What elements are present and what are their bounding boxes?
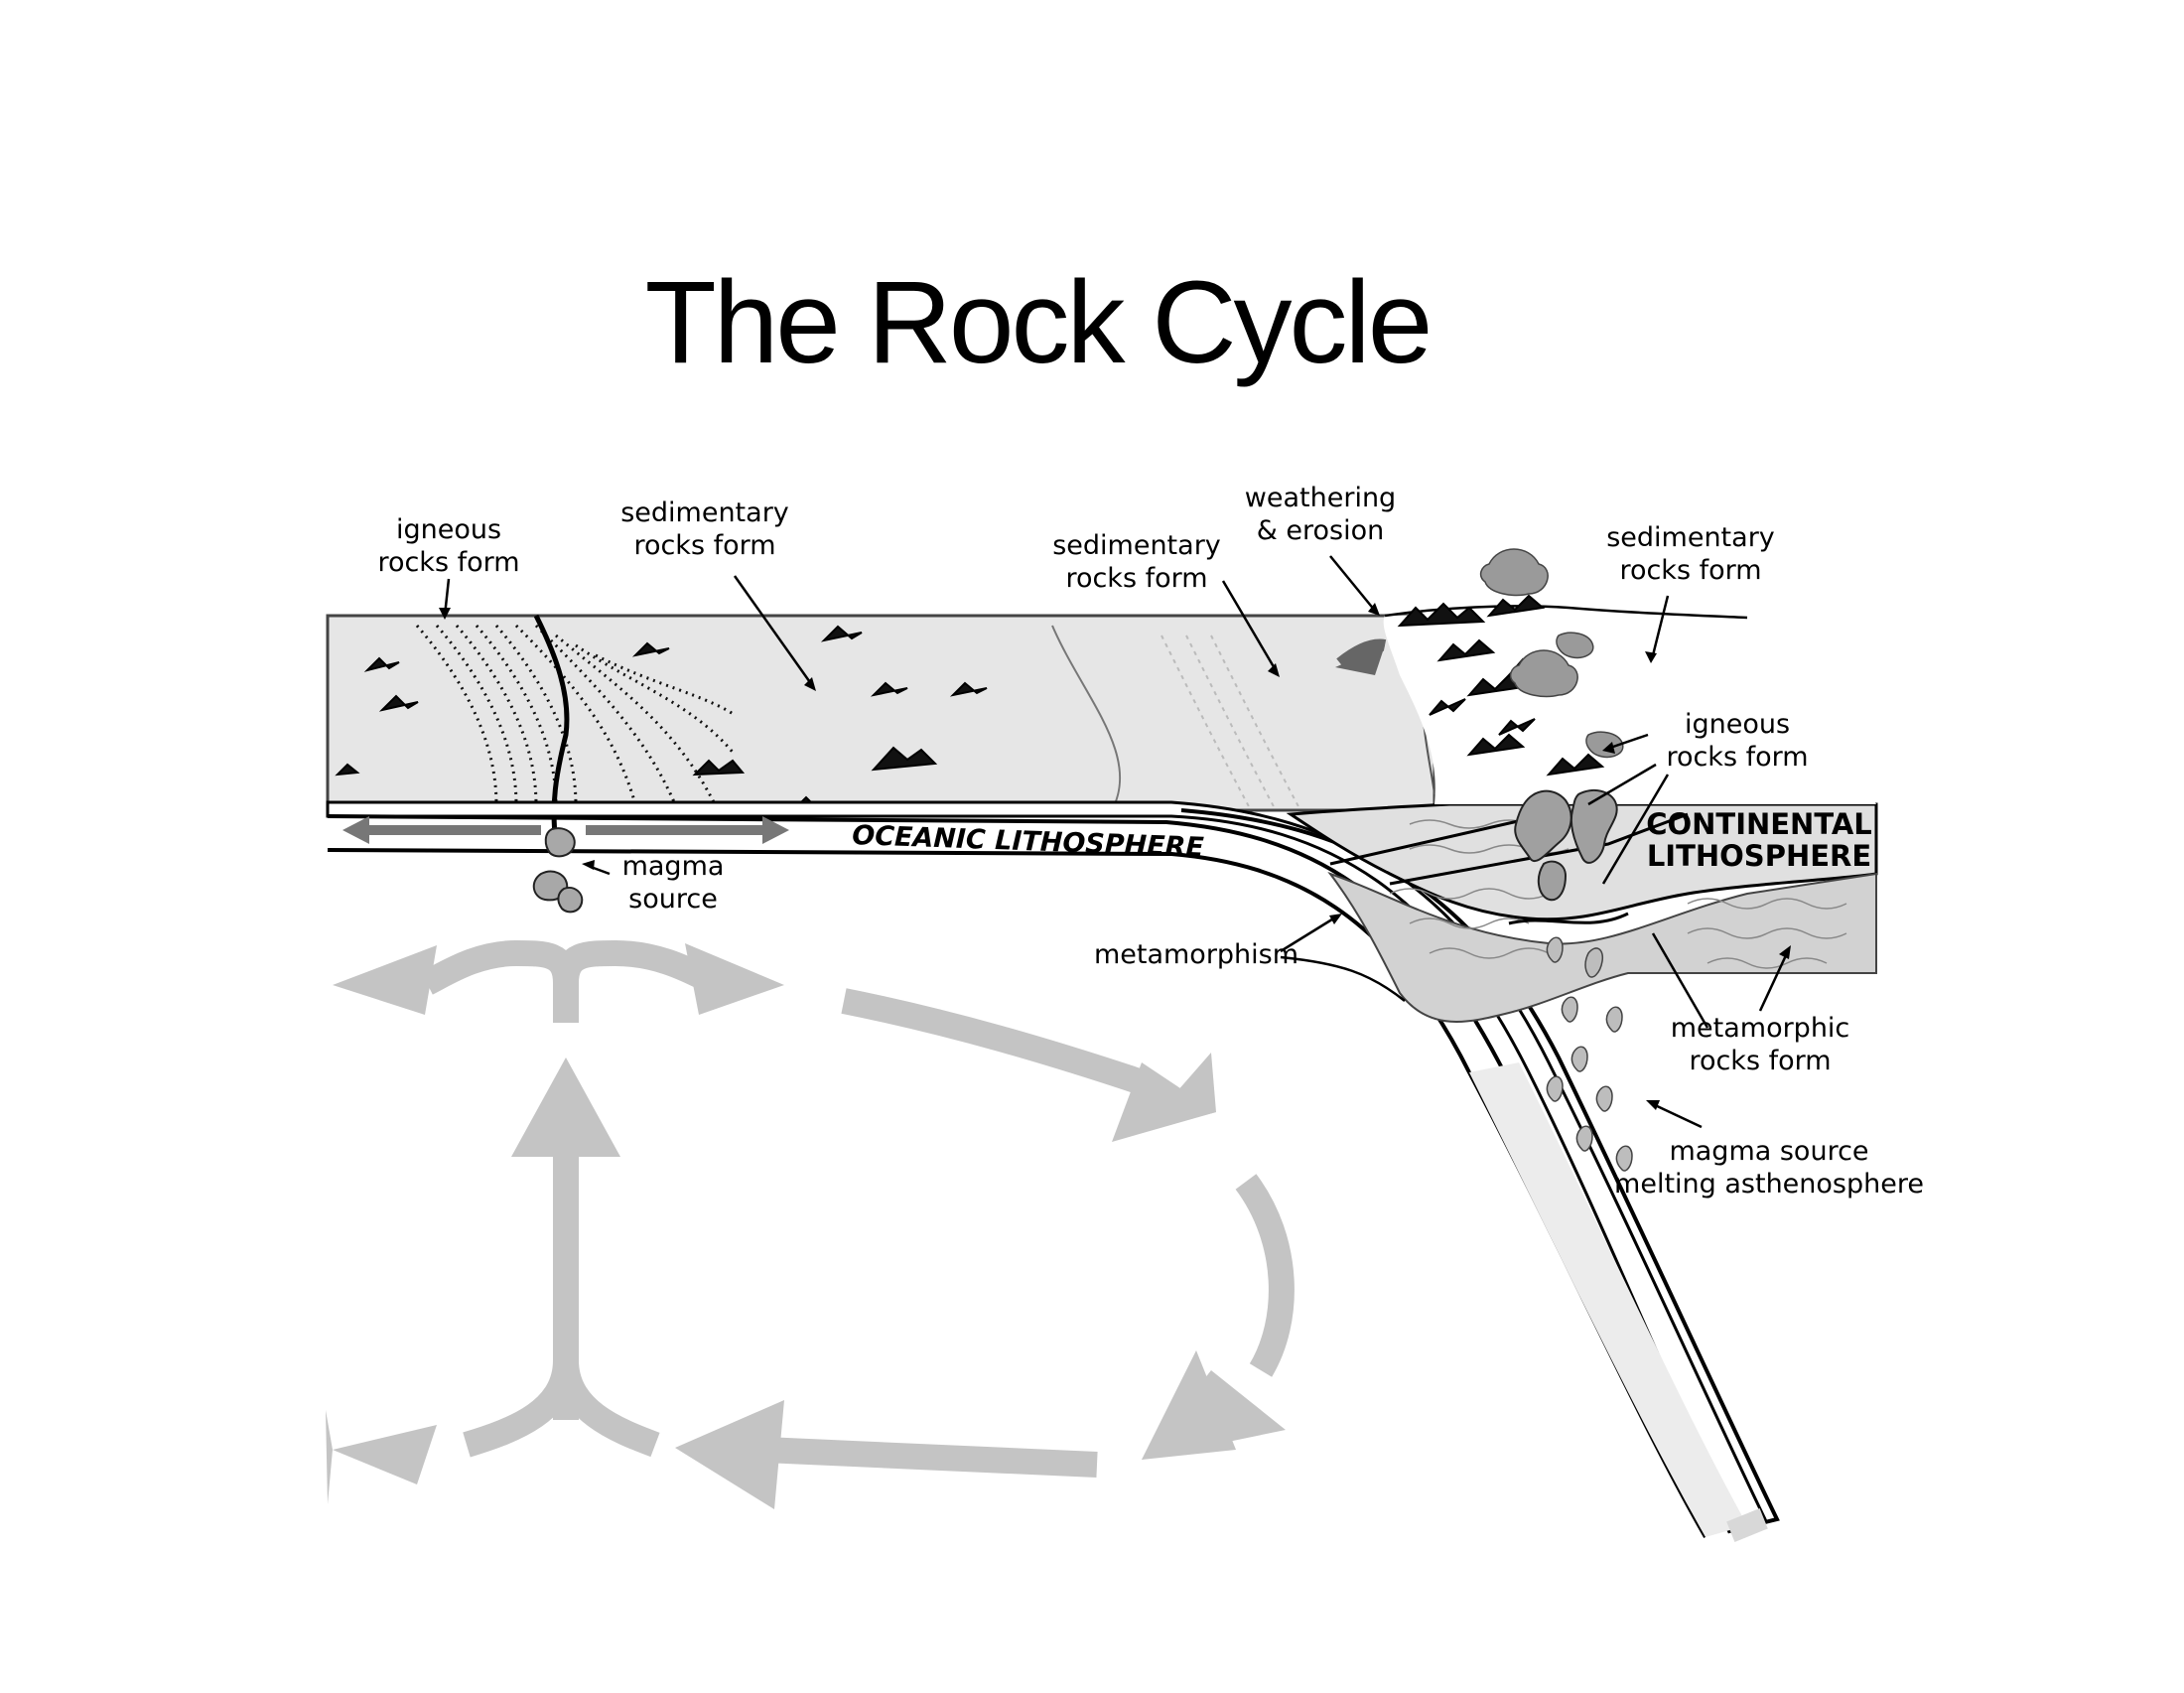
label-magma-right-2: melting asthenosphere xyxy=(1614,1169,1924,1199)
label-sedimentary-left-1: sedimentary xyxy=(620,497,789,528)
label-magma-right-1: magma source xyxy=(1669,1136,1868,1167)
oceanic-lithosphere-label: OCEANIC LITHOSPHERE xyxy=(852,820,1205,863)
label-metamorphic-2: rocks form xyxy=(1689,1046,1831,1076)
magma-source-left xyxy=(532,827,584,914)
label-continental-2: LITHOSPHERE xyxy=(1647,839,1871,873)
label-pointers xyxy=(439,555,1791,1129)
label-sedimentary-right-1: sedimentary xyxy=(1606,522,1775,553)
page-title: The Rock Cycle xyxy=(645,257,1431,388)
continent-mountains xyxy=(1335,548,1876,804)
label-igneous-left-1: igneous xyxy=(396,514,501,545)
igneous-intrusions xyxy=(1514,788,1618,902)
label-igneous-right-1: igneous xyxy=(1685,709,1790,740)
label-igneous-right-2: rocks form xyxy=(1666,742,1808,773)
label-sedimentary-left-2: rocks form xyxy=(633,530,775,561)
diagram-labels: igneous rocks form sedimentary rocks for… xyxy=(377,483,1924,1199)
mantle-convection-arrows xyxy=(326,939,1295,1509)
label-igneous-left-2: rocks form xyxy=(377,547,519,578)
label-magma-left-1: magma xyxy=(622,851,725,882)
magma-source-right xyxy=(1546,936,1633,1172)
label-weathering-1: weathering xyxy=(1245,483,1396,513)
label-metamorphism: metamorphism xyxy=(1094,939,1298,970)
label-weathering-2: & erosion xyxy=(1257,515,1384,546)
label-metamorphic-1: metamorphic xyxy=(1671,1013,1850,1044)
label-sedimentary-mid-1: sedimentary xyxy=(1052,530,1221,561)
label-sedimentary-mid-2: rocks form xyxy=(1065,563,1207,594)
ocean-layer xyxy=(326,614,1436,812)
label-magma-left-2: source xyxy=(628,884,718,915)
label-sedimentary-right-2: rocks form xyxy=(1619,555,1761,586)
label-continental-1: CONTINENTAL xyxy=(1646,807,1872,841)
spreading-arrows xyxy=(342,816,789,844)
